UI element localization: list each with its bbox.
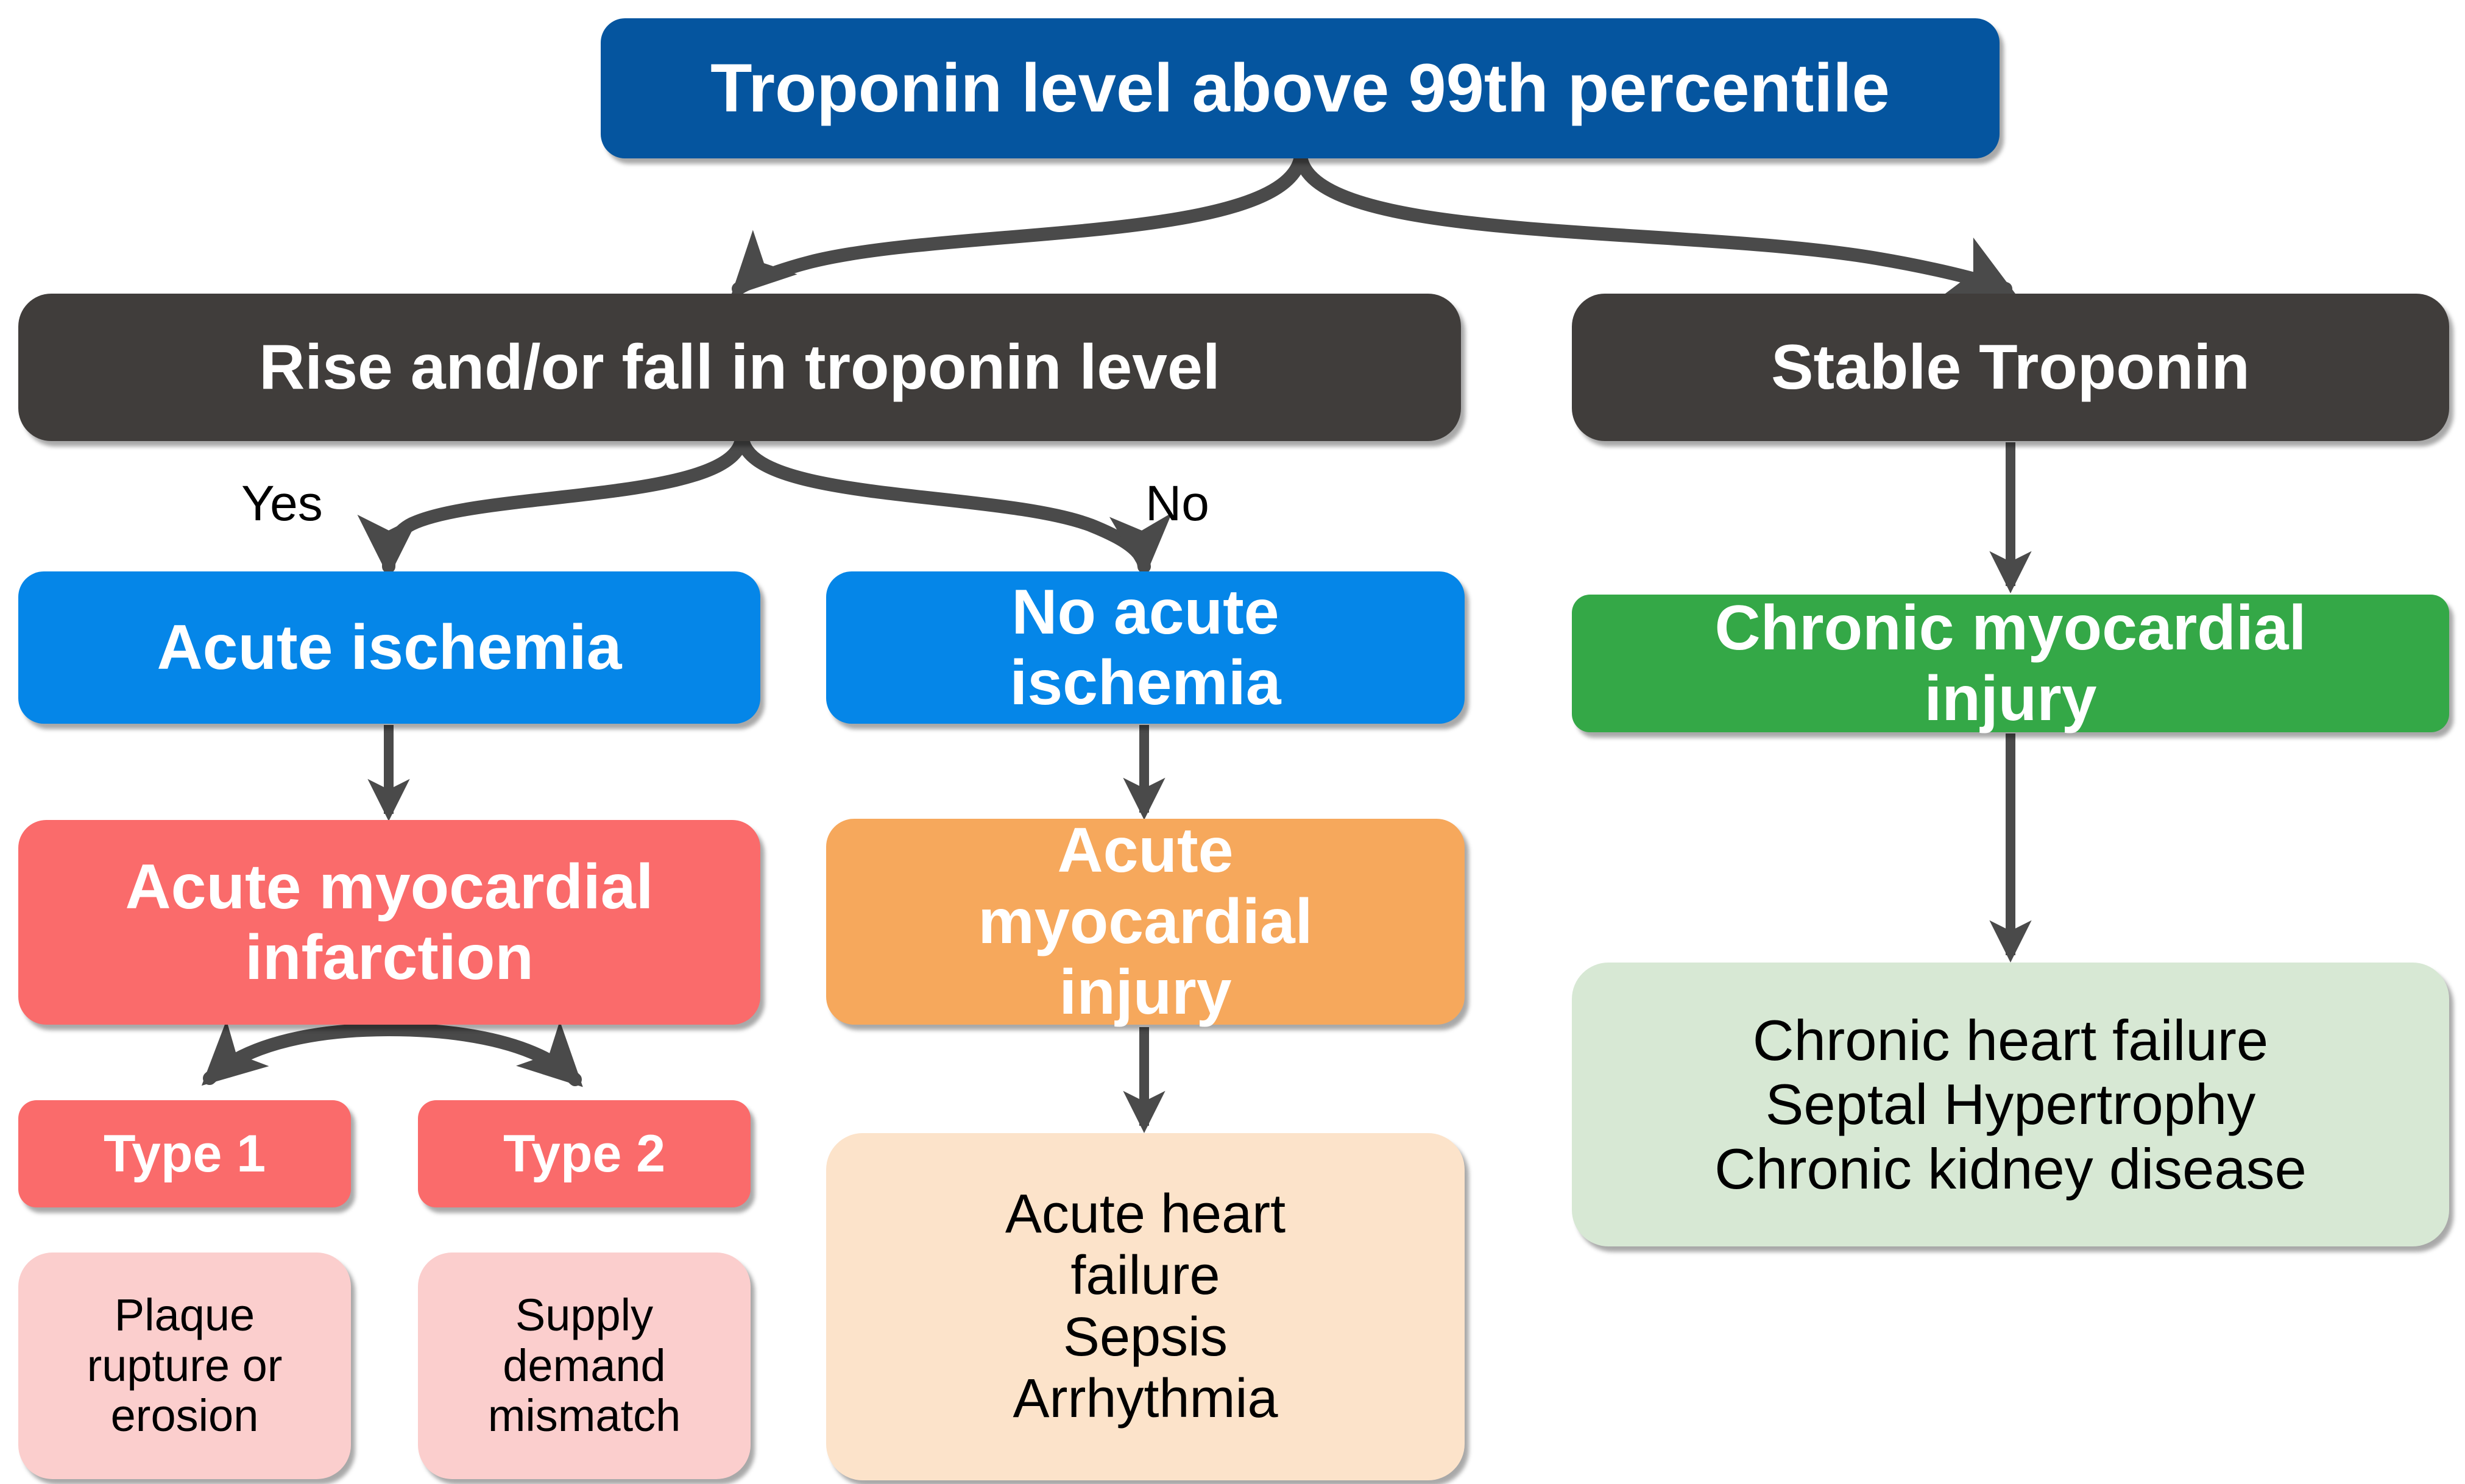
node-type-2[interactable]: Type 2 <box>418 1100 751 1207</box>
edge-root-to-rise <box>730 153 1307 297</box>
node-no-acute-ischemia[interactable]: No acute ischemia <box>826 571 1465 724</box>
node-label: Supply demand mismatch <box>487 1289 681 1441</box>
node-chronic-myocardial-injury[interactable]: Chronic myocardial injury <box>1572 592 2449 734</box>
node-label: Stable Troponin <box>1771 331 2250 403</box>
edge-ami-to-type2 <box>383 1020 583 1087</box>
node-label: Type 1 <box>103 1124 266 1183</box>
node-label: No acute ischemia <box>1010 576 1281 718</box>
node-label: Troponin level above 99th percentile <box>710 50 1890 127</box>
edge-root-to-stable <box>1295 153 2015 295</box>
node-stable-troponin[interactable]: Stable Troponin <box>1572 294 2449 441</box>
node-supply-demand-mismatch[interactable]: Supply demand mismatch <box>418 1253 751 1479</box>
node-label: Acute myocardial infarction <box>125 851 654 993</box>
node-rise-and-or-fall-in-troponin[interactable]: Rise and/or fall in troponin level <box>18 294 1461 441</box>
node-acute-myocardial-injury[interactable]: Acute myocardial injury <box>826 815 1465 1028</box>
node-label: Acute myocardial injury <box>978 815 1313 1028</box>
edge-rise-to-acute-ischemia <box>357 436 748 578</box>
edge-rise-to-no-acute-ischemia <box>737 436 1172 578</box>
node-troponin-above-99th-percentile[interactable]: Troponin level above 99th percentile <box>601 18 2000 158</box>
edge-label-yes: Yes <box>241 476 323 531</box>
node-label: Acute heart failure Sepsis Arrhythmia <box>1005 1184 1286 1429</box>
node-acute-injury-causes[interactable]: Acute heart failure Sepsis Arrhythmia <box>826 1133 1465 1480</box>
node-acute-myocardial-infarction[interactable]: Acute myocardial infarction <box>18 820 760 1025</box>
node-label: Acute ischemia <box>157 612 622 683</box>
node-label: Plaque rupture or erosion <box>87 1289 283 1441</box>
node-acute-ischemia[interactable]: Acute ischemia <box>18 571 760 724</box>
edge-ami-to-type1 <box>201 1020 395 1086</box>
node-label: Type 2 <box>503 1124 666 1183</box>
edge-label-no: No <box>1145 476 1209 531</box>
node-plaque-rupture-or-erosion[interactable]: Plaque rupture or erosion <box>18 1253 351 1479</box>
node-type-1[interactable]: Type 1 <box>18 1100 351 1207</box>
node-label: Chronic heart failure Septal Hypertrophy… <box>1714 1008 2307 1201</box>
node-label: Chronic myocardial injury <box>1714 592 2307 734</box>
node-label: Rise and/or fall in troponin level <box>259 331 1220 403</box>
node-chronic-injury-causes[interactable]: Chronic heart failure Septal Hypertrophy… <box>1572 963 2449 1246</box>
